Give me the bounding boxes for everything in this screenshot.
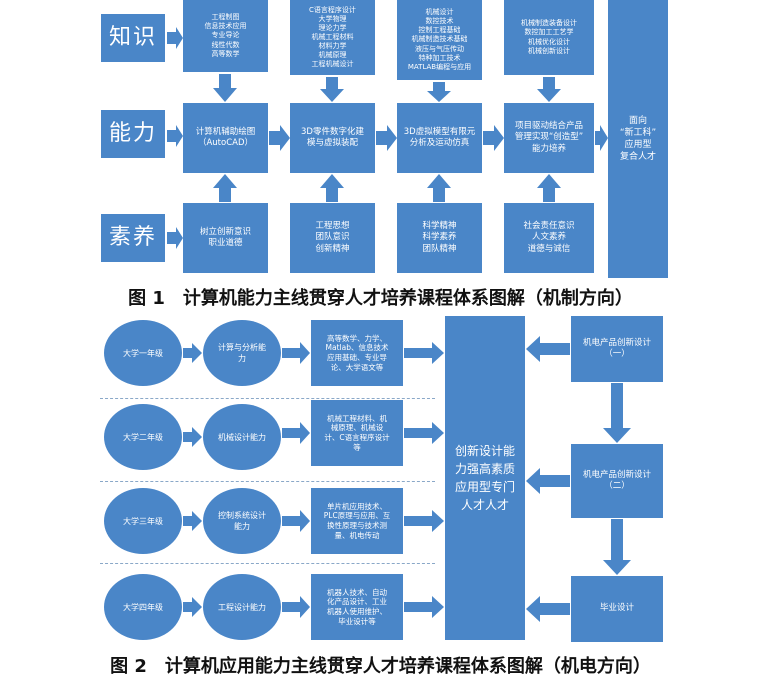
arrow-left-icon (526, 468, 570, 494)
arrow-right-icon (183, 597, 202, 617)
course-box-2: 机械工程材料、机 械原理、机械设 计、C语言程序设计 等 (311, 400, 403, 466)
arrow-right-icon (404, 342, 444, 364)
arrow-right-icon (376, 125, 397, 151)
ability-circle-2: 机械设计能力 (203, 404, 281, 470)
arrow-right-icon (404, 422, 444, 444)
ability-box-1: 计算机辅助绘图 （AutoCAD） (183, 103, 268, 173)
arrow-right-icon (282, 342, 310, 364)
row-label-ability: 能力 (101, 110, 165, 158)
literacy-box-2: 工程思想 团队意识 创新精神 (290, 203, 375, 273)
arrow-right-icon (183, 511, 202, 531)
arrow-right-icon (167, 27, 183, 49)
innovation-design-1-box: 机电产品创新设计 （一） (571, 316, 663, 382)
arrow-right-icon (483, 125, 504, 151)
arrow-up-icon (427, 174, 451, 202)
course-box-4: 机器人技术、自动 化产品设计、工业 机器人使用维护、 毕业设计等 (311, 574, 403, 640)
graduation-design-box: 毕业设计 (571, 576, 663, 642)
row-label-literacy: 素养 (101, 214, 165, 262)
course-box-1: 高等数学、力学、 Matlab、信息技术 应用基础、专业导 论、大学语文等 (311, 320, 403, 386)
arrow-right-icon (404, 596, 444, 618)
figure-2-caption: 图 2 计算机应用能力主线贯穿人才培养课程体系图解（机电方向） (110, 656, 651, 677)
course-box-3: 单片机应用技术、 PLC原理与应用、互 换性原理与技术测 量、机电传动 (311, 488, 403, 554)
knowledge-box-2: C语言程序设计 大学物理 理论力学 机械工程材料 材料力学 机械原理 工程机械设… (290, 0, 375, 75)
literacy-box-3: 科学精神 科学素养 团队精神 (397, 203, 482, 273)
arrow-down-icon (320, 77, 344, 102)
knowledge-box-1: 工程制图 信息技术应用 专业导论 线性代数 高等数学 (183, 0, 268, 72)
arrow-right-icon (167, 227, 183, 249)
arrow-left-icon (526, 336, 570, 362)
arrow-right-icon (183, 343, 202, 363)
arrow-down-icon (603, 519, 631, 575)
arrow-up-icon (537, 174, 561, 202)
ability-box-3: 3D虚拟模型有限元 分析及运动仿真 (397, 103, 482, 173)
ability-circle-1: 计算与分析能 力 (203, 320, 281, 386)
knowledge-box-3: 机械设计 数控技术 控制工程基础 机械制造技术基础 液压与气压传动 特种加工技术… (397, 0, 482, 80)
arrow-group (167, 27, 631, 622)
innovation-design-2-box: 机电产品创新设计 （二） (571, 444, 663, 518)
divider-line (100, 481, 435, 482)
year-circle-3: 大学三年级 (104, 488, 182, 554)
knowledge-box-4: 机械制造装备设计 数控加工工艺学 机械优化设计 机械创新设计 (504, 0, 594, 75)
ability-box-2: 3D零件数字化建 模与虚拟装配 (290, 103, 375, 173)
row-label-knowledge: 知识 (101, 14, 165, 62)
arrow-right-icon (269, 125, 290, 151)
year-circle-4: 大学四年级 (104, 574, 182, 640)
ability-circle-3: 控制系统设计 能力 (203, 488, 281, 554)
year-circle-1: 大学一年级 (104, 320, 182, 386)
figure-1-caption: 图 1 计算机能力主线贯穿人才培养课程体系图解（机制方向） (128, 288, 633, 309)
arrow-right-icon (282, 422, 310, 444)
core-talent-box: 创新设计能 力强高素质 应用型专门 人才人才 (445, 316, 525, 640)
arrow-right-icon (282, 510, 310, 532)
arrow-right-icon (183, 427, 202, 447)
arrow-down-icon (537, 77, 561, 102)
arrow-right-icon (167, 125, 183, 147)
literacy-box-1: 树立创新意识 职业道德 (183, 203, 268, 273)
arrow-up-icon (320, 174, 344, 202)
divider-line (100, 563, 435, 564)
literacy-box-4: 社会责任意识 人文素养 道德与诚信 (504, 203, 594, 273)
arrow-down-icon (427, 82, 451, 102)
year-circle-2: 大学二年级 (104, 404, 182, 470)
arrow-right-icon (282, 596, 310, 618)
target-talent-box: 面向 “新工科” 应用型 复合人才 (608, 0, 668, 278)
arrow-left-icon (526, 596, 570, 622)
ability-circle-4: 工程设计能力 (203, 574, 281, 640)
divider-line (100, 398, 435, 399)
ability-box-4: 项目驱动结合产品 管理实现“创造型” 能力培养 (504, 103, 594, 173)
arrow-right-icon (404, 510, 444, 532)
arrow-up-icon (213, 174, 237, 202)
arrow-right-icon (595, 125, 608, 151)
arrow-down-icon (213, 74, 237, 102)
arrow-down-icon (603, 383, 631, 443)
